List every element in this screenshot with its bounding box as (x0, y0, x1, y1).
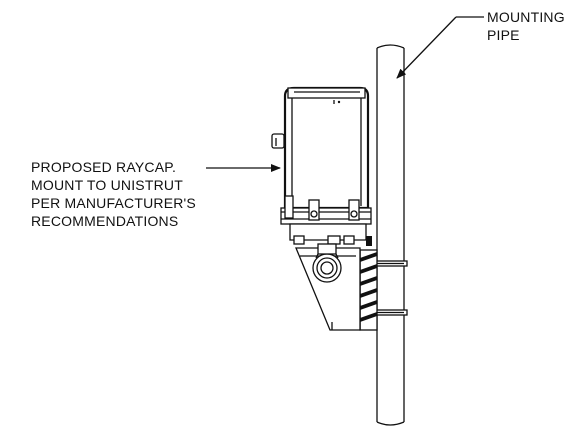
pipe-clamp-upper (373, 260, 408, 267)
raycap-callout-label: PROPOSED RAYCAP. MOUNT TO UNISTRUT PER M… (31, 159, 200, 229)
mounting-pipe (376, 44, 405, 426)
unistrut-bracket (359, 249, 378, 331)
conduit-fitting (312, 243, 342, 283)
pipe-clamp-lower (373, 309, 408, 316)
mounting-pipe-label: MOUNTING PIPE (487, 9, 569, 43)
mounting-pipe-leader-arrow (396, 16, 457, 79)
raycap-enclosure (271, 86, 372, 246)
mounting-bracket-plate (295, 247, 361, 331)
